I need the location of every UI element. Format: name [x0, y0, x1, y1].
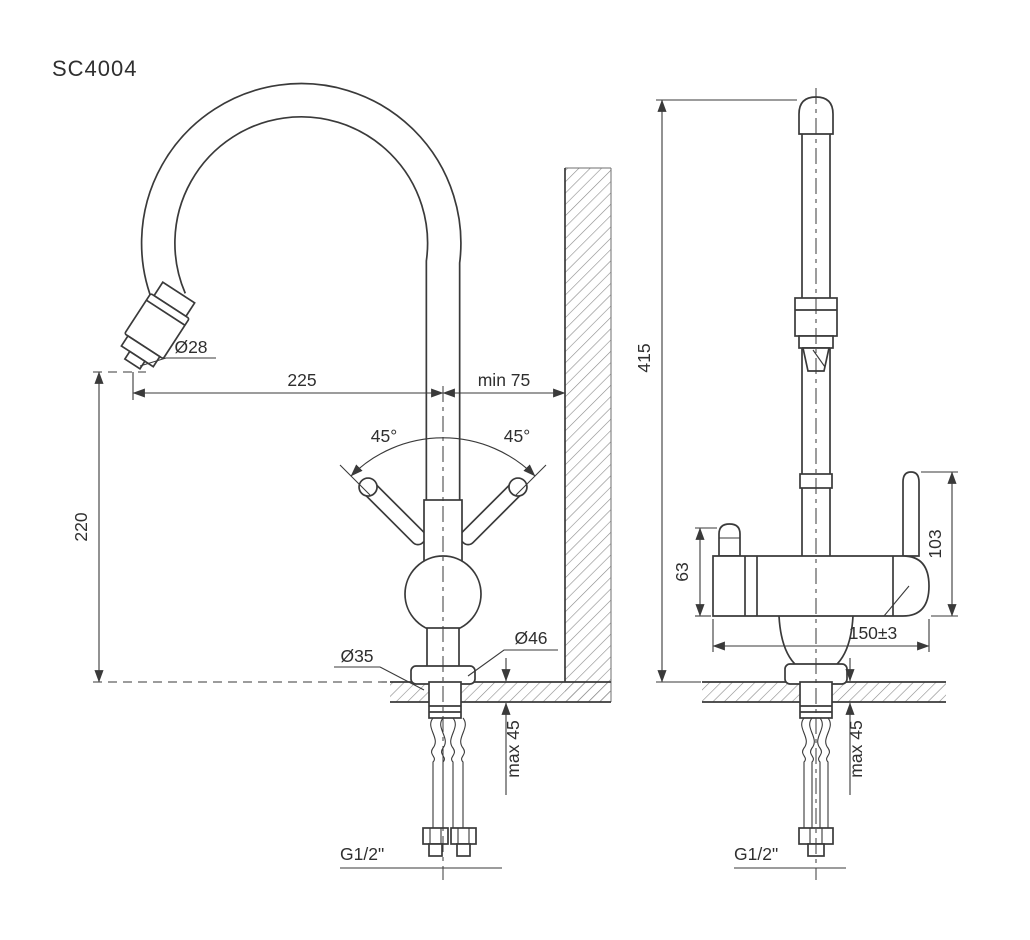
countertop-front	[390, 681, 611, 703]
dim-counter-thickness-front: max 45	[503, 720, 523, 777]
faucet-side	[712, 88, 930, 880]
side-view: 415 63 103 150±3 max 45 G1/2"	[634, 88, 958, 880]
handle-left	[358, 477, 427, 546]
dim-outlet-height: 220	[71, 512, 91, 541]
hose-nut-left	[422, 827, 449, 857]
label-thread-front: G1/2"	[340, 844, 384, 864]
handle-right	[459, 477, 528, 546]
label-hole-diameter: Ø35	[340, 646, 373, 666]
spout-head	[120, 281, 196, 370]
front-view: 225 min 75 Ø28 45° 45° 220 Ø35	[71, 82, 612, 880]
body-side	[712, 555, 930, 617]
side-dimensions: 415 63 103 150±3 max 45 G1/2"	[634, 99, 958, 869]
supply-hoses-front	[422, 681, 477, 857]
gooseneck-spout	[140, 82, 462, 562]
dim-overall-height: 415	[634, 343, 654, 372]
wall-section	[564, 167, 612, 702]
dim-wall-clearance: min 75	[478, 370, 531, 390]
hose-nut-right	[450, 827, 477, 857]
label-base-diameter: Ø46	[514, 628, 547, 648]
handle-lever-side	[902, 471, 920, 557]
handle-knob-side	[718, 523, 741, 557]
dim-body-height: 63	[672, 562, 692, 581]
dim-angle-right: 45°	[504, 426, 530, 446]
dim-handle-height: 103	[925, 529, 945, 558]
front-dimensions: 225 min 75 Ø28 45° 45° 220 Ø35	[71, 337, 566, 869]
model-number: SC4004	[52, 56, 138, 81]
label-spout-diameter: Ø28	[174, 337, 207, 357]
swivel-angle-fan: 45° 45°	[339, 426, 547, 496]
dim-reach: 225	[287, 370, 316, 390]
dim-counter-thickness-side: max 45	[846, 720, 866, 777]
label-thread-side: G1/2"	[734, 844, 778, 864]
dim-body-length: 150±3	[849, 623, 898, 643]
faucet-front	[120, 82, 528, 880]
dim-angle-left: 45°	[371, 426, 397, 446]
